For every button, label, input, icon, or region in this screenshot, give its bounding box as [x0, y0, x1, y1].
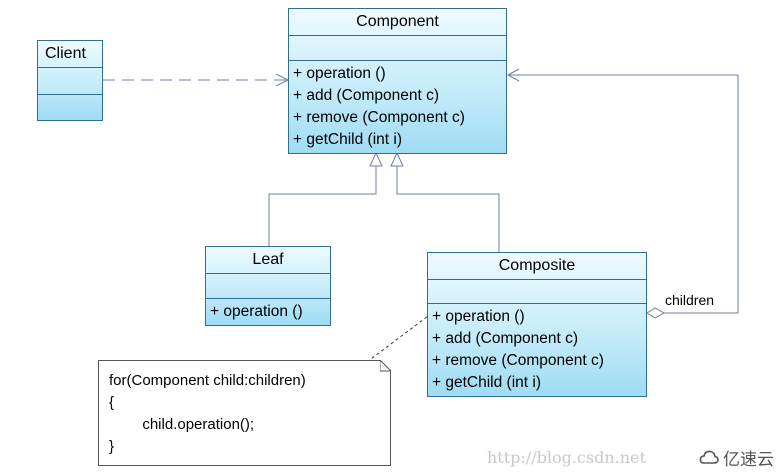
code-note[interactable]: for(Component child:children) { child.op… — [98, 360, 391, 466]
children-aggregation-line — [508, 74, 739, 314]
leaf-operation: + operation () — [210, 303, 303, 320]
composite-operations-compartment: + operation () + add (Component c) + rem… — [428, 304, 646, 396]
component-operation: + getChild (int i) — [293, 131, 402, 148]
client-attributes-compartment — [38, 68, 102, 95]
blog-watermark: http://blog.csdn.net — [487, 448, 646, 467]
component-operation: + remove (Component c) — [293, 109, 465, 126]
leaf-generalization-line — [268, 166, 377, 247]
brand-logo: 亿速云 — [699, 445, 774, 470]
leaf-class[interactable]: Leaf + operation () — [205, 246, 331, 326]
composite-class-name: Composite — [428, 253, 646, 280]
composite-generalization-line — [396, 166, 500, 252]
note-line: { — [109, 394, 115, 411]
note-anchor-line — [366, 312, 433, 363]
brand-name: 亿速云 — [723, 450, 774, 469]
leaf-attributes-compartment — [206, 274, 330, 299]
note-corner-fold — [380, 360, 392, 372]
note-line: } — [109, 438, 115, 455]
client-class-name: Client — [38, 41, 102, 68]
component-attributes-compartment — [289, 36, 506, 61]
composite-generalization-triangle — [390, 151, 404, 167]
composite-attributes-compartment — [428, 280, 646, 304]
note-line: child.operation(); — [109, 416, 255, 433]
composite-operation: + add (Component c) — [432, 330, 579, 347]
component-operation: + operation () — [293, 65, 386, 82]
children-association-label: children — [665, 292, 715, 308]
composite-operation: + getChild (int i) — [432, 374, 541, 391]
composite-class[interactable]: Composite + operation () + add (Componen… — [427, 252, 647, 397]
leaf-operations-compartment: + operation () — [206, 299, 330, 325]
component-class[interactable]: Component + operation () + add (Componen… — [288, 8, 507, 154]
composite-operation: + operation () — [432, 308, 525, 325]
component-class-name: Component — [289, 9, 506, 36]
note-line: for(Component child:children) — [109, 372, 306, 389]
aggregation-arrowhead — [506, 68, 520, 82]
cloud-logo-icon — [699, 450, 719, 464]
leaf-class-name: Leaf — [206, 247, 330, 274]
component-operation: + add (Component c) — [293, 87, 440, 104]
component-operations-compartment: + operation () + add (Component c) + rem… — [289, 61, 506, 153]
client-class[interactable]: Client — [37, 40, 103, 121]
leaf-generalization-triangle — [369, 151, 383, 167]
aggregation-diamond — [646, 307, 666, 319]
composite-operation: + remove (Component c) — [432, 352, 604, 369]
